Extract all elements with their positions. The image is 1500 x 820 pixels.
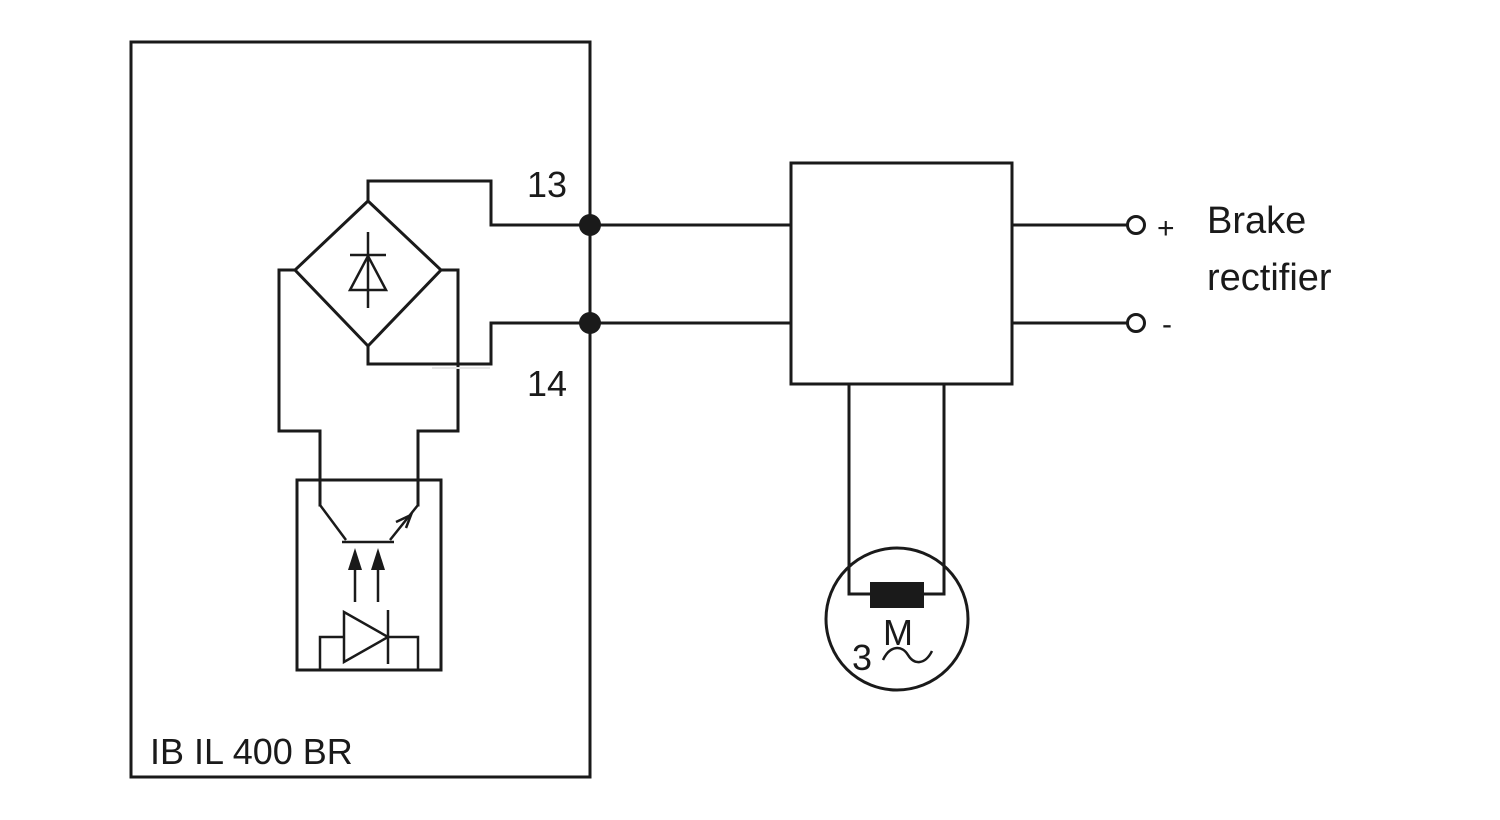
optocoupler-box [295, 478, 443, 672]
led-icon [318, 609, 420, 670]
motor-phases: 3 [852, 637, 872, 678]
device-name-label: IB IL 400 BR [150, 731, 353, 772]
terminal-13-label: 13 [527, 164, 567, 205]
motor-circle [824, 546, 970, 692]
brake-rectifier-label-line2: rectifier [1207, 257, 1332, 299]
device-enclosure [129, 40, 592, 779]
wire-rectifier-to-coil-left [847, 382, 874, 596]
phototransistor-icon [318, 504, 419, 544]
terminal-minus-icon [1126, 313, 1146, 333]
wire-bridge-top-to-13 [366, 179, 592, 227]
terminal-14-label: 14 [527, 363, 567, 404]
brake-rectifier-box [789, 161, 1014, 386]
motor-letter: M [883, 612, 913, 653]
terminal-plus-icon [1126, 215, 1146, 235]
wire-rectifier-to-coil-right [920, 382, 946, 596]
wire-bridge-bottom-to-14 [366, 321, 592, 366]
brake-rectifier-label-line1: Brake [1207, 200, 1306, 242]
wire-bridge-right-dc [416, 268, 460, 507]
brake-coil-icon [870, 582, 924, 608]
plus-sign-label: + [1157, 212, 1175, 245]
wire-bridge-left-dc [277, 268, 322, 507]
minus-sign-label: - [1162, 308, 1172, 341]
light-arrows-icon [348, 548, 385, 602]
bridge-diode-icon [347, 232, 389, 308]
ac-tilde-icon [881, 646, 934, 664]
